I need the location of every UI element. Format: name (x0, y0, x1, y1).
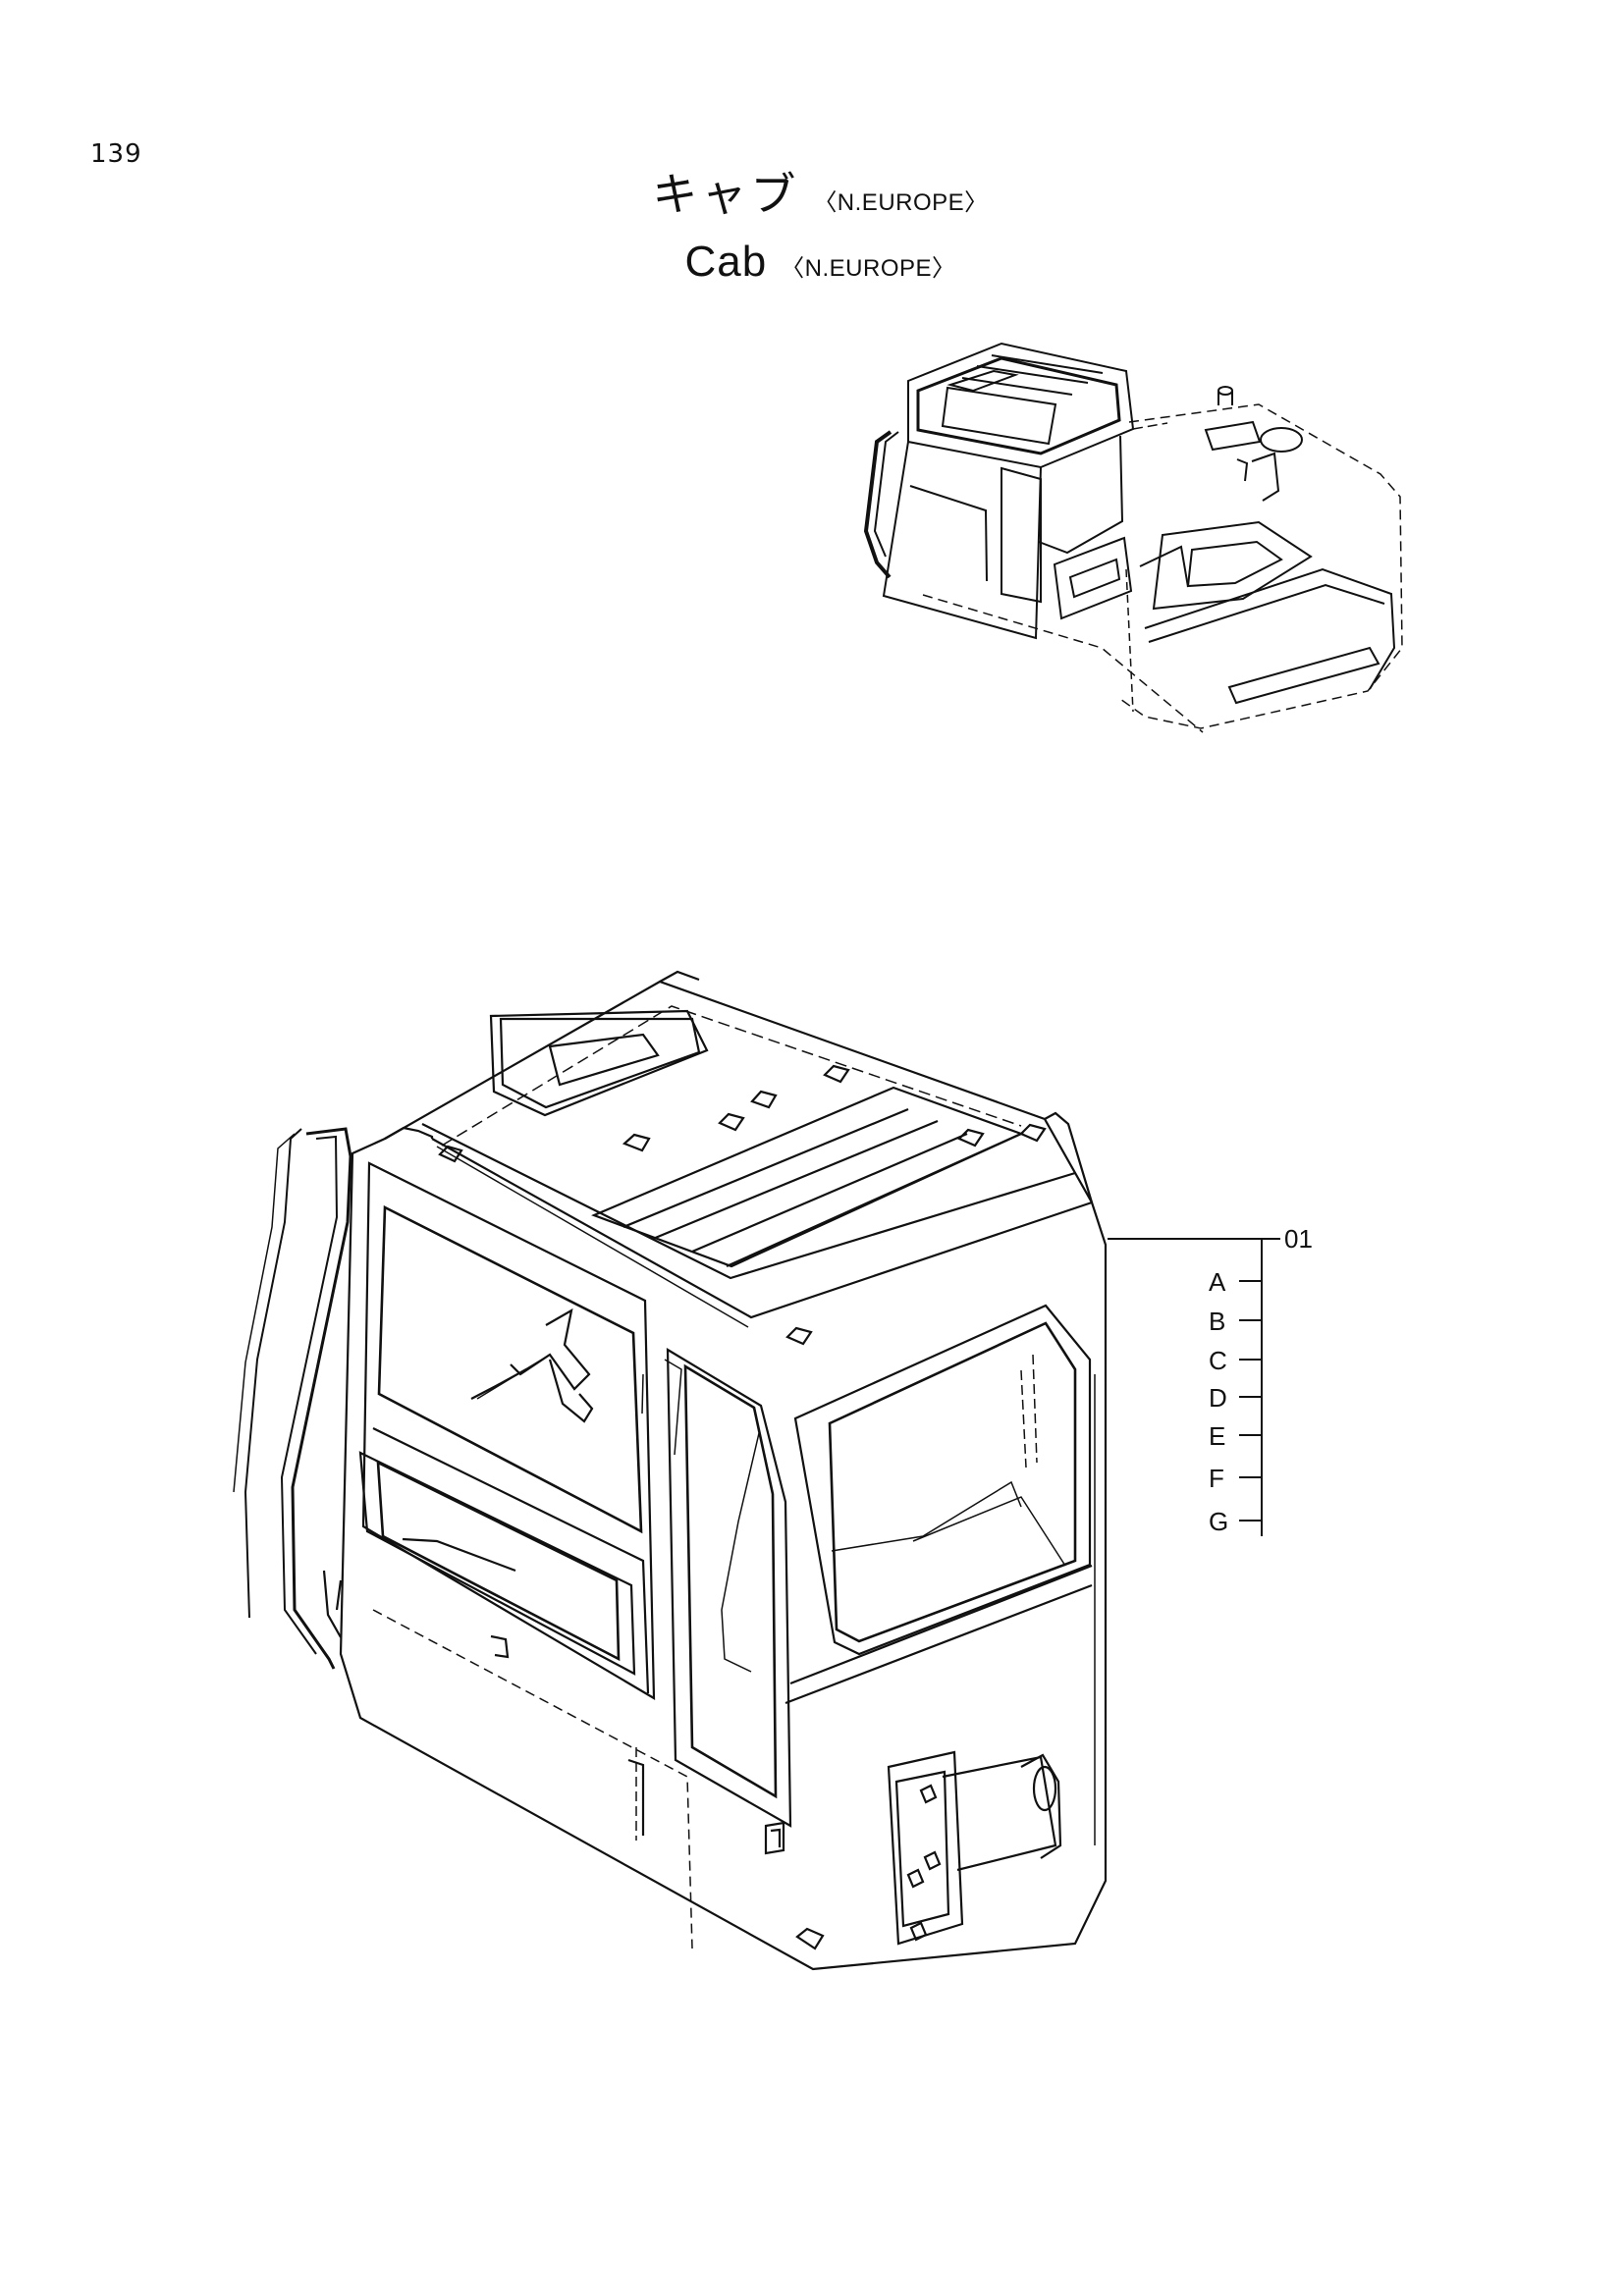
title-line-english: Cab 〈N.EUROPE〉 (18, 238, 1623, 287)
title-japanese: キャブ (652, 168, 800, 221)
callout-letter-a: A (1209, 1267, 1226, 1297)
callout-letter-c: C (1209, 1346, 1227, 1375)
cab-assembly-illustration (233, 970, 1108, 1971)
callout-letter-d: D (1209, 1383, 1227, 1413)
region-japanese-line: 〈N.EUROPE〉 (813, 189, 989, 216)
callout-labels: 01 A B C D E F G (1209, 1224, 1313, 1536)
title-line-japanese: キャブ 〈N.EUROPE〉 (18, 159, 1623, 224)
callout-leaders (1108, 1238, 1280, 1536)
callout-letter-f: F (1209, 1464, 1224, 1493)
callout-main-ref: 01 (1284, 1224, 1313, 1254)
callout-letter-g: G (1209, 1507, 1228, 1536)
title-english: Cab (684, 238, 768, 286)
title-block: キャブ 〈N.EUROPE〉 Cab 〈N.EUROPE〉 (0, 159, 1623, 287)
page-number: 139 (90, 139, 142, 169)
overview-machine-illustration (863, 342, 1403, 733)
region-english-line: 〈N.EUROPE〉 (781, 255, 956, 282)
callout-letter-b: B (1209, 1307, 1225, 1336)
callout-letter-e: E (1209, 1421, 1225, 1451)
